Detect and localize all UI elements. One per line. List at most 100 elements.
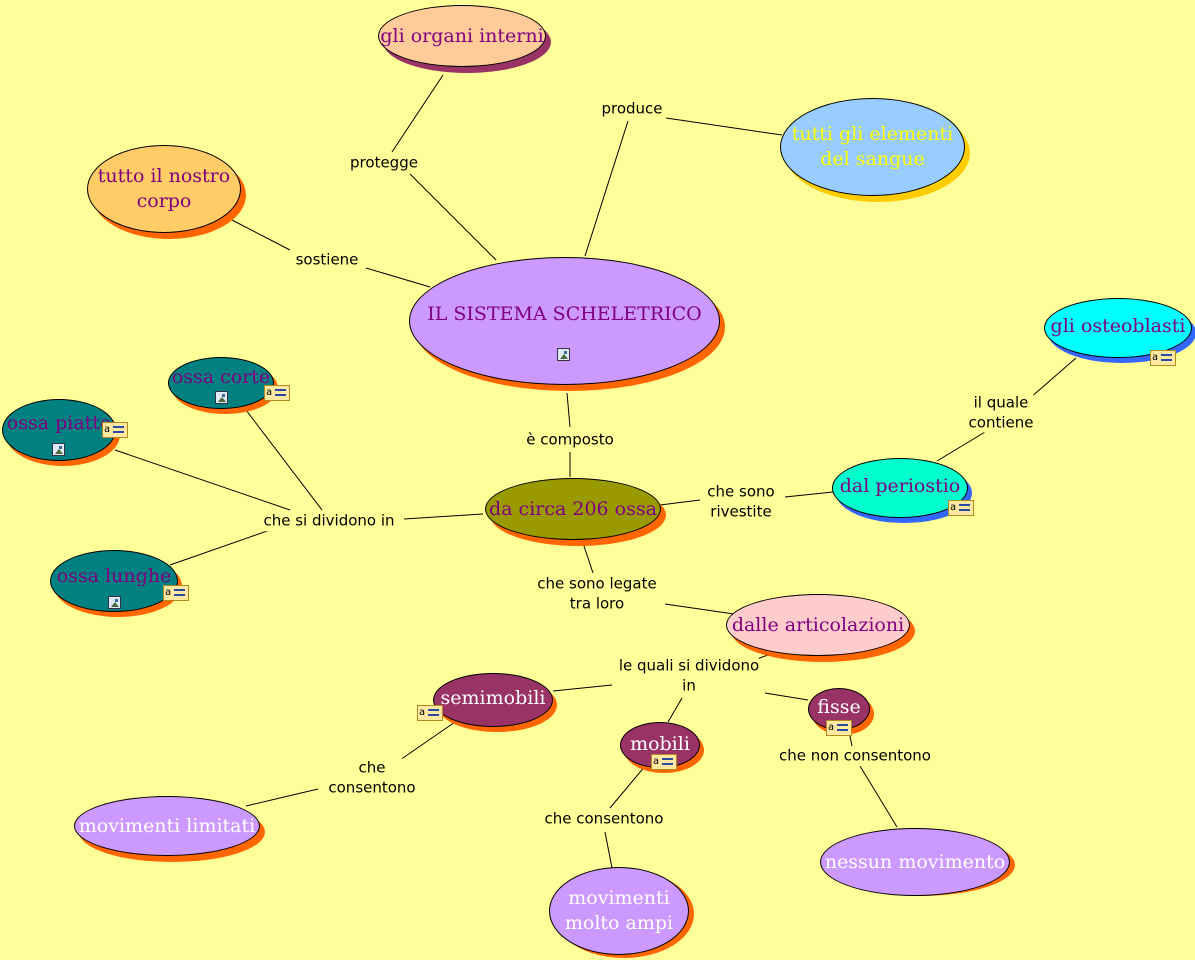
- node-lunghe-label: ossa lunghe: [56, 564, 172, 587]
- line-che-limitati: [245, 788, 319, 807]
- image-resource-icon[interactable]: [108, 596, 121, 609]
- annotation-note-icon[interactable]: a: [1150, 350, 1176, 366]
- line-dividono-lunghe: [169, 529, 271, 566]
- link-produce: produce: [601, 99, 663, 119]
- line-quale-periostio: [936, 431, 986, 462]
- annotation-note-icon[interactable]: a: [651, 754, 677, 770]
- link-legate-line-2: tra loro: [569, 594, 625, 612]
- node-organi-interni[interactable]: gli organi interni: [378, 5, 551, 73]
- node-articolazioni[interactable]: dalle articolazioni: [726, 594, 915, 662]
- link-sostiene: sostiene: [295, 250, 359, 270]
- node-nessun-movimento[interactable]: nessun movimento: [820, 828, 1015, 896]
- link-che-consentono-mobili: che consentono: [544, 809, 664, 829]
- link-che-sono-legate: che sono legate tra loro: [537, 574, 657, 614]
- node-ossa206-label: da circa 206 ossa: [489, 497, 657, 520]
- node-periostio[interactable]: dal periostio a: [832, 458, 974, 523]
- image-resource-icon[interactable]: [215, 391, 228, 404]
- node-mobili-label: mobili: [630, 732, 690, 755]
- link-protegge-text: protegge: [350, 153, 418, 172]
- node-movimenti-ampi[interactable]: movimenti molto ampi: [549, 867, 694, 958]
- link-nonconsentono-text: che non consentono: [779, 746, 931, 765]
- image-resource-icon[interactable]: [557, 348, 570, 361]
- node-piatte-label: ossa piatte: [6, 411, 112, 434]
- annotation-note-icon[interactable]: a: [264, 385, 290, 401]
- line-quali-fisse: [764, 692, 809, 701]
- line-organi-protegge: [391, 74, 444, 153]
- link-che-non-consentono: che non consentono: [779, 746, 931, 766]
- link-produce-text: produce: [601, 99, 663, 118]
- node-sangue-line-2: del sangue: [820, 148, 925, 170]
- line-nonconsentono-nessuno: [859, 765, 898, 828]
- node-organi-label: gli organi interni: [380, 24, 544, 47]
- line-mobili-consentono: [609, 764, 647, 809]
- link-semi-line-2: consentono: [328, 778, 416, 796]
- link-quali-line-2: in: [682, 676, 696, 694]
- line-produce-sangue: [665, 117, 783, 136]
- node-corpo-line-2: corpo: [136, 190, 192, 212]
- node-corpo-line-1: tutto il nostro: [97, 165, 231, 188]
- node-sistema-scheletrico[interactable]: IL SISTEMA SCHELETRICO: [409, 257, 725, 391]
- line-corpo-sostiene: [231, 219, 291, 251]
- node-206-ossa[interactable]: da circa 206 ossa: [485, 478, 666, 546]
- line-dividono-piatte: [114, 449, 291, 511]
- node-tutto-il-corpo[interactable]: tutto il nostro corpo: [87, 145, 246, 239]
- node-semimobili[interactable]: semimobili a: [417, 673, 557, 732]
- line-quali-mobili: [667, 697, 683, 723]
- annotation-note-icon[interactable]: a: [826, 720, 852, 736]
- line-sistema-produce: [584, 120, 629, 257]
- link-dividono-text: che si dividono in: [263, 511, 395, 530]
- node-ampi-line-2: molto ampi: [564, 912, 674, 934]
- link-protegge: protegge: [350, 153, 418, 173]
- link-mob-text: che consentono: [544, 809, 664, 828]
- line-periostio-rivestite: [784, 491, 834, 498]
- node-movimenti-limitati[interactable]: movimenti limitati: [74, 796, 265, 862]
- line-sostiene-sistema: [365, 267, 431, 288]
- link-rivestite-line-1: che sono: [707, 482, 775, 501]
- node-articolazioni-label: dalle articolazioni: [731, 613, 905, 636]
- node-nessuno-label: nessun movimento: [824, 850, 1006, 873]
- line-ossa-rivestite: [659, 499, 701, 506]
- node-periostio-label: dal periostio: [839, 474, 961, 497]
- link-rivestite-line-2: rivestite: [710, 502, 772, 520]
- link-che-consentono-semimobili: che consentono: [328, 758, 416, 798]
- line-sistema-composto: [566, 392, 571, 428]
- link-semi-line-1: che: [358, 758, 386, 777]
- annotation-note-icon[interactable]: a: [102, 422, 128, 438]
- node-elementi-sangue[interactable]: tutti gli elementi del sangue: [780, 98, 970, 202]
- node-sangue-line-1: tutti gli elementi: [791, 123, 954, 146]
- link-quali-line-1: le quali si dividono: [618, 656, 760, 675]
- node-ossa-piatte[interactable]: ossa piatte a: [2, 399, 128, 466]
- node-fisse-label: fisse: [817, 695, 861, 718]
- link-che-si-dividono: che si dividono in: [263, 511, 395, 531]
- annotation-note-icon[interactable]: a: [948, 500, 974, 516]
- line-consentono-ampi: [604, 831, 613, 869]
- line-protegge-sistema: [409, 173, 497, 261]
- line-semimobili-che: [399, 721, 456, 761]
- line-ossa-legate: [582, 542, 594, 574]
- link-il-quale-contiene: il quale contiene: [968, 393, 1034, 433]
- node-osteoblasti[interactable]: gli osteoblasti a: [1044, 298, 1195, 366]
- line-legate-articolazioni: [664, 603, 735, 615]
- annotation-note-icon[interactable]: a: [163, 585, 189, 601]
- link-quale-line-1: il quale: [973, 393, 1029, 412]
- line-fisse-nonconsentono: [849, 735, 853, 747]
- link-le-quali-si-dividono: le quali si dividono in: [618, 656, 760, 696]
- link-sostiene-text: sostiene: [295, 250, 359, 269]
- link-e-composto: è composto: [526, 430, 614, 450]
- node-ossa-lunghe[interactable]: ossa lunghe a: [50, 550, 189, 617]
- node-ossa-corte[interactable]: ossa corte a: [168, 357, 290, 414]
- annotation-note-icon[interactable]: a: [417, 705, 443, 721]
- link-quale-line-2: contiene: [968, 413, 1034, 431]
- line-osteoblasti-quale: [1029, 357, 1077, 399]
- node-sistema-label: IL SISTEMA SCHELETRICO: [427, 302, 702, 325]
- node-fisse[interactable]: fisse a: [808, 688, 874, 736]
- node-semimobili-label: semimobili: [440, 686, 546, 709]
- node-limitati-label: movimenti limitati: [78, 814, 256, 837]
- line-dividono-corte: [245, 409, 323, 511]
- node-osteoblasti-label: gli osteoblasti: [1050, 314, 1186, 337]
- image-resource-icon[interactable]: [52, 443, 65, 456]
- node-mobili[interactable]: mobili a: [620, 722, 704, 773]
- line-ossa-dividono: [403, 513, 484, 520]
- node-ampi-line-1: movimenti: [568, 887, 670, 910]
